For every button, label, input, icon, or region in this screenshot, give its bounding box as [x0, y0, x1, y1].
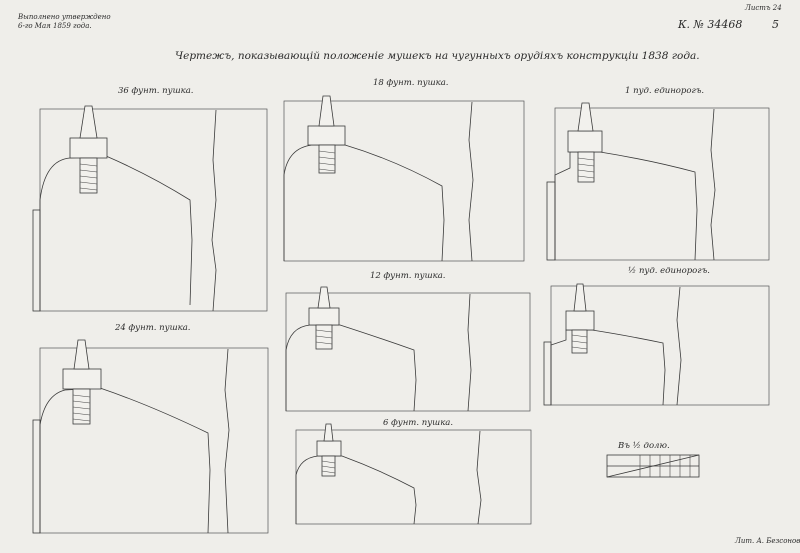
- caption-gun-6: 6 фунт. пушка.: [383, 418, 454, 428]
- drawing-edinorog-1pud: [546, 102, 770, 261]
- approval-note-line1: Выполнено утверждено: [18, 13, 111, 21]
- scale-bar: [606, 454, 700, 478]
- drawing-gun-6: [295, 423, 532, 525]
- scale-caption: Въ ½ долю.: [618, 441, 670, 451]
- caption-gun-36: 36 фунт. пушка.: [118, 86, 194, 96]
- drawing-gun-18: [283, 95, 525, 262]
- catalog-number: К. № 34468: [678, 18, 743, 31]
- page-number: 5: [772, 18, 779, 31]
- caption-gun-18: 18 фунт. пушка.: [373, 78, 449, 88]
- caption-edinorog-half-pud: ½ пуд. единорогъ.: [628, 266, 710, 276]
- caption-gun-24: 24 фунт. пушка.: [115, 323, 191, 333]
- sheet-title: Чертежъ, показывающій положеніе мушекъ н…: [175, 50, 700, 62]
- caption-edinorog-1pud: 1 пуд. единорогъ.: [625, 86, 705, 96]
- drawing-gun-36: [32, 105, 268, 312]
- drawing-edinorog-half-pud: [543, 283, 770, 406]
- approval-note-line2: 6-го Мая 1859 года.: [18, 22, 92, 30]
- caption-gun-12: 12 фунт. пушка.: [370, 271, 446, 281]
- lithographer-credit: Лит. А. Безсонова.: [735, 537, 800, 545]
- sheet-label: Листъ 24: [745, 4, 782, 12]
- drawing-gun-24: [32, 339, 269, 534]
- drawing-gun-12: [285, 286, 531, 412]
